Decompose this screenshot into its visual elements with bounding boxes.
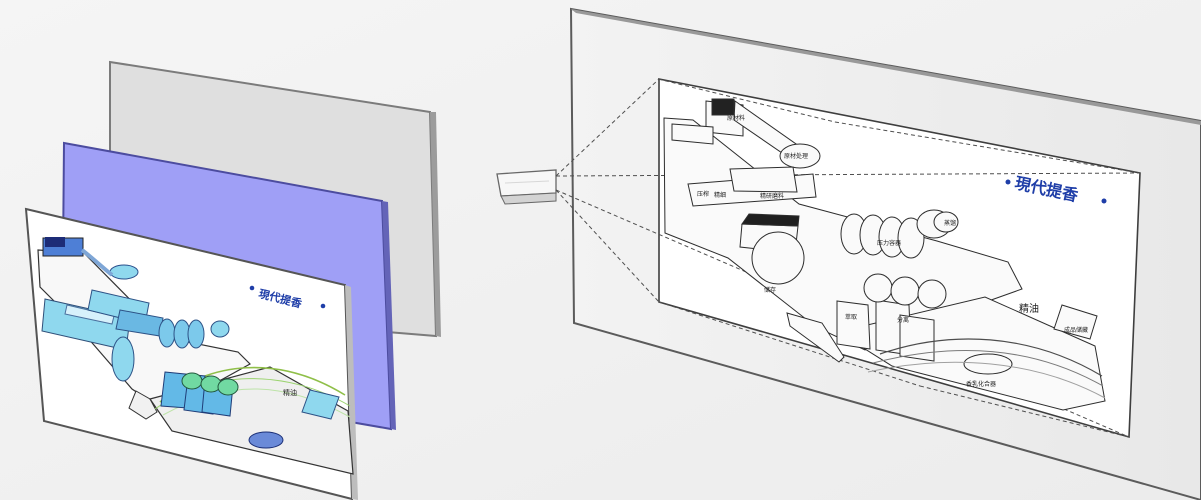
right-refining-label: 精油	[1019, 302, 1039, 315]
right-labels: 精油 原材料 原材处理 压榨 精细 精研磨料 压力容器 蒸馏 储存 萃取 分离 …	[697, 114, 1088, 388]
label-separate: 分离	[897, 316, 909, 324]
right-title-dot-right	[1101, 198, 1107, 204]
projector	[496, 169, 557, 205]
wall-screen: 現代提香	[555, 7, 1201, 500]
left-refining-label: 精油	[283, 388, 297, 397]
label-distill: 蒸馏	[944, 219, 956, 227]
layer-stack: 現代提香	[24, 60, 441, 500]
label-fine: 精细	[714, 191, 726, 199]
title-dot-right	[320, 303, 326, 309]
label-storage: 储存	[764, 286, 776, 294]
label-pressure-tank: 压力容器	[877, 239, 901, 247]
label-raw-material: 原材料	[727, 114, 745, 122]
title-dot-left	[249, 285, 255, 291]
label-oil-store: 成品储藏	[1064, 326, 1088, 334]
label-pressing: 压榨	[697, 190, 709, 198]
label-raw-processing: 原材处理	[784, 152, 808, 160]
front-diagram-layer: 現代提香	[24, 207, 358, 500]
label-emulsify: 香乳化合器	[966, 380, 996, 388]
label-extract: 萃取	[845, 313, 857, 321]
right-title-dot-left	[1005, 179, 1011, 185]
right-factory-art	[663, 98, 1106, 411]
label-milling: 精研磨料	[760, 192, 784, 200]
